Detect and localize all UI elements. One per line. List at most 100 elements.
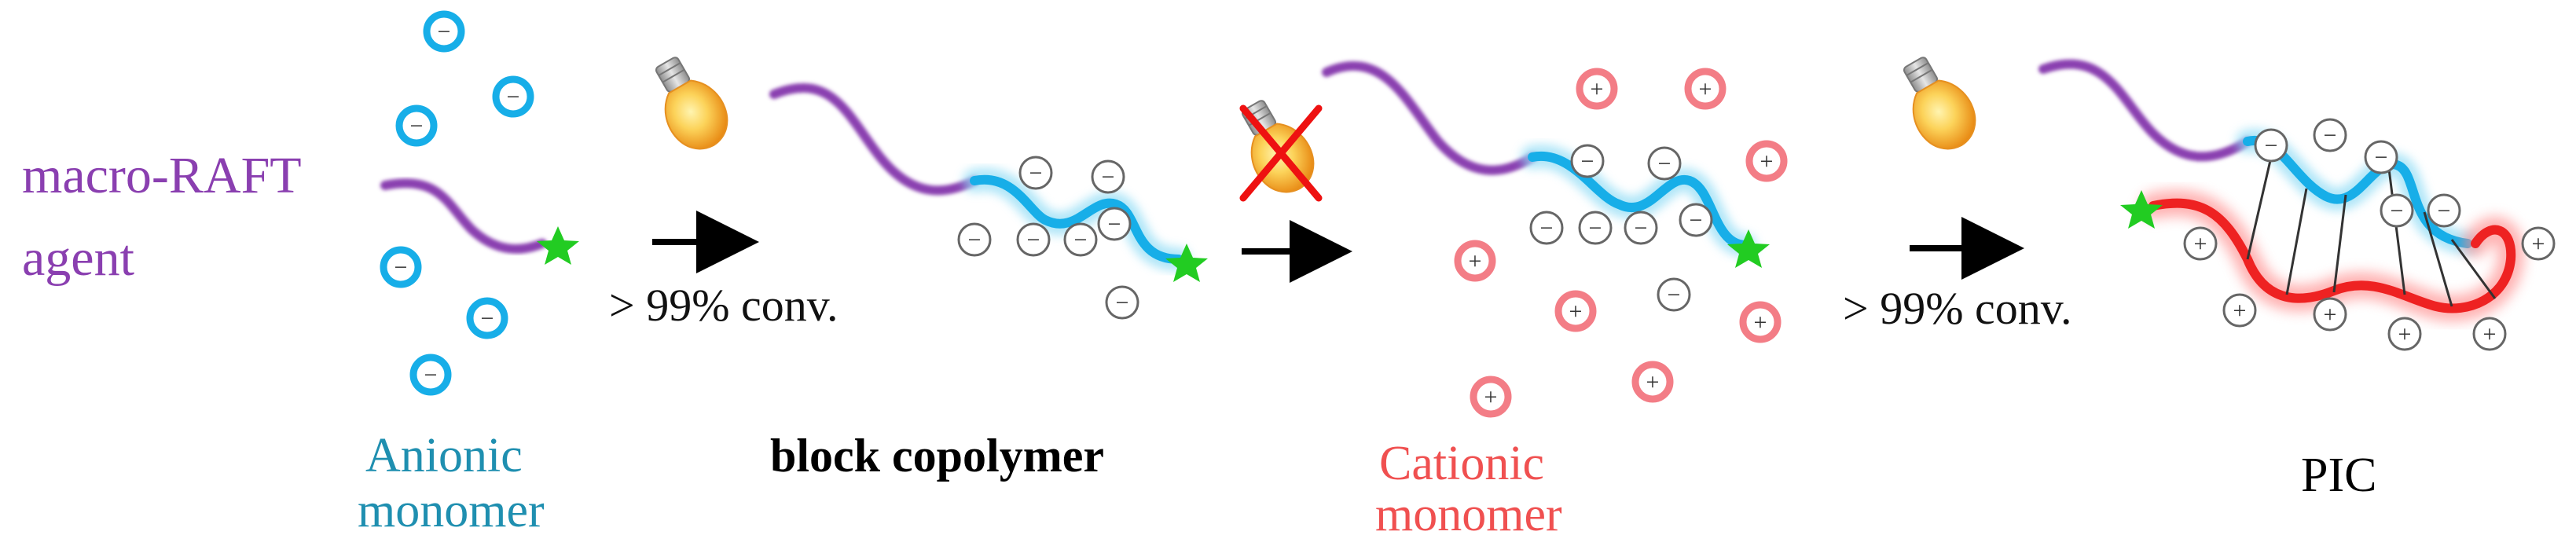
anion-icon: − xyxy=(1570,144,1605,178)
macro-raft-chain xyxy=(380,178,547,254)
svg-text:+: + xyxy=(2398,321,2412,347)
pic-complex xyxy=(2038,59,2525,322)
svg-text:−: − xyxy=(2438,198,2451,224)
anionic-monomers: − − − − − − xyxy=(380,10,534,396)
svg-text:−: − xyxy=(1074,227,1088,253)
anion-icon: − xyxy=(1091,159,1125,194)
cation-icon: + xyxy=(1684,68,1727,110)
cation-icon: + xyxy=(1470,376,1512,418)
svg-text:+: + xyxy=(1754,310,1767,335)
cross-icon xyxy=(1239,104,1323,202)
anion-icon: − xyxy=(423,10,465,53)
pic-cations: + + + + + + xyxy=(2183,226,2556,351)
svg-text:+: + xyxy=(1591,76,1604,102)
anion-icon: − xyxy=(2254,128,2288,163)
svg-text:−: − xyxy=(1029,160,1043,186)
anion-icon: − xyxy=(492,75,534,118)
cation-icon: + xyxy=(2387,317,2422,351)
bound-anions-2: − − − − − − − xyxy=(1529,144,1713,312)
anion-icon: − xyxy=(2380,193,2414,228)
raft-end-star-icon xyxy=(1165,244,1208,282)
svg-text:−: − xyxy=(1108,211,1121,237)
anionic-monomer-label-2: monomer xyxy=(358,484,545,537)
svg-text:+: + xyxy=(2483,321,2497,347)
svg-text:+: + xyxy=(2233,298,2247,324)
anion-icon: − xyxy=(1097,207,1132,241)
anion-icon: − xyxy=(1578,211,1613,245)
cation-icon: + xyxy=(1554,290,1597,332)
svg-text:−: − xyxy=(2391,198,2404,224)
svg-text:−: − xyxy=(1540,215,1554,241)
svg-text:−: − xyxy=(1102,164,1115,190)
anion-icon: − xyxy=(2364,140,2398,174)
svg-text:−: − xyxy=(968,227,982,253)
bound-anions: − − − − − − − xyxy=(957,156,1139,320)
conversion-label-2: > 99% conv. xyxy=(1843,283,2072,334)
anion-icon: − xyxy=(1018,156,1053,190)
svg-text:−: − xyxy=(1581,148,1594,174)
svg-text:−: − xyxy=(2324,123,2337,148)
anion-icon: − xyxy=(1016,222,1051,257)
cation-icon: + xyxy=(1745,140,1788,182)
svg-text:+: + xyxy=(1760,148,1774,174)
svg-text:−: − xyxy=(2265,133,2278,159)
svg-text:+: + xyxy=(1469,248,1482,274)
svg-text:−: − xyxy=(424,362,438,388)
svg-text:−: − xyxy=(1116,290,1129,316)
cation-icon: + xyxy=(2222,293,2257,328)
svg-text:−: − xyxy=(507,84,520,110)
svg-text:+: + xyxy=(1569,299,1583,324)
ionic-bond-lines xyxy=(2246,156,2497,307)
anion-icon: − xyxy=(380,246,422,288)
pic-label: PIC xyxy=(2301,449,2376,502)
conversion-label-1: > 99% conv. xyxy=(609,280,838,331)
svg-text:−: − xyxy=(2375,145,2388,170)
anion-icon: − xyxy=(2427,193,2461,228)
anion-icon: − xyxy=(1624,211,1658,245)
anion-icon: − xyxy=(1657,277,1691,312)
svg-text:+: + xyxy=(1484,384,1498,410)
anionic-monomer-label: Anionic xyxy=(365,429,523,482)
svg-text:−: − xyxy=(1635,215,1648,241)
svg-text:+: + xyxy=(2194,231,2207,257)
macro-raft-label-2: agent xyxy=(22,229,134,287)
anion-icon: − xyxy=(1063,222,1098,257)
macro-raft-label: macro-RAFT xyxy=(22,147,302,204)
light-bulb-icon xyxy=(655,57,728,150)
anion-icon: − xyxy=(466,297,508,339)
svg-text:−: − xyxy=(1690,207,1703,233)
cation-icon: + xyxy=(2183,226,2218,261)
raft-end-star-icon xyxy=(537,226,579,265)
svg-text:−: − xyxy=(481,306,494,332)
cationic-monomers: + + + + + + + + xyxy=(1454,68,1788,418)
cation-icon: + xyxy=(2472,317,2507,351)
svg-text:−: − xyxy=(1589,215,1602,241)
cation-icon: + xyxy=(1454,240,1496,282)
svg-text:+: + xyxy=(2532,231,2545,257)
light-bulb-icon xyxy=(1903,57,1976,150)
pic-anions: − − − − − xyxy=(2254,118,2461,228)
cationic-monomer-label: Cationic xyxy=(1379,437,1544,490)
cation-icon: + xyxy=(2521,226,2556,261)
svg-text:−: − xyxy=(1658,151,1671,177)
svg-text:−: − xyxy=(1668,282,1681,308)
anion-icon: − xyxy=(957,222,992,257)
svg-text:−: − xyxy=(438,19,451,45)
anion-icon: − xyxy=(1679,203,1713,237)
cation-icon: + xyxy=(1576,68,1618,110)
cation-icon: + xyxy=(1739,301,1782,343)
svg-text:−: − xyxy=(1027,227,1040,253)
block-copolymer-label: block copolymer xyxy=(770,430,1104,482)
anion-icon: − xyxy=(1105,285,1139,320)
anion-icon: − xyxy=(395,104,438,147)
raft-end-star-icon xyxy=(2120,190,2163,229)
block-copolymer-chain xyxy=(769,83,1191,271)
svg-text:+: + xyxy=(1699,76,1712,102)
anion-icon: − xyxy=(2313,118,2347,152)
cationic-monomer-label-2: monomer xyxy=(1375,488,1562,541)
cation-icon: + xyxy=(2313,297,2347,332)
anion-icon: − xyxy=(409,354,452,396)
raft-end-star-icon xyxy=(1727,229,1770,268)
